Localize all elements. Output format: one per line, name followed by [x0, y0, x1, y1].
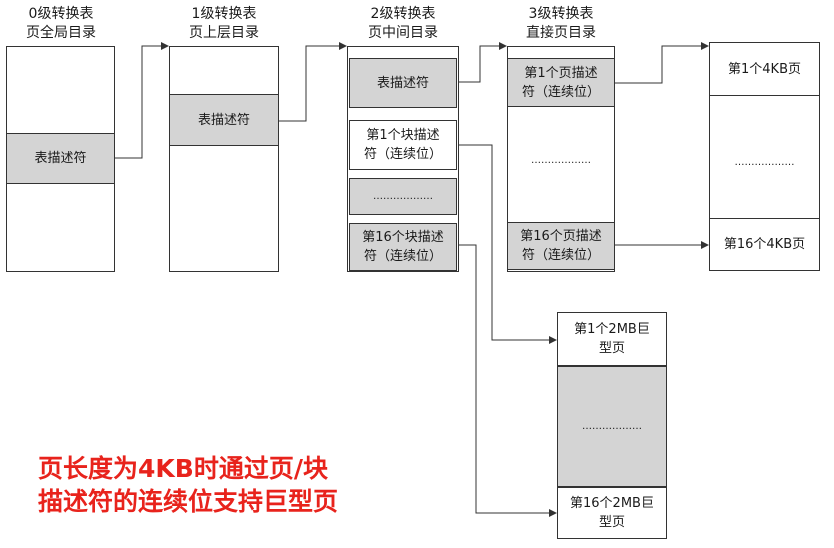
page-2mb-last-line1: 第16个2MB巨: [570, 496, 654, 511]
l2-table-descriptor: 表描述符: [349, 58, 457, 108]
l0-title: 0级转换表 页全局目录: [6, 5, 116, 43]
l0-table-descriptor: 表描述符: [6, 133, 115, 184]
l3-page-descriptor-16: 第16个页描述 符（连续位）: [507, 222, 615, 270]
l3-page16-line1: 第16个页描述: [520, 229, 602, 244]
l1-table-descriptor-label: 表描述符: [197, 112, 250, 128]
pages-2mb-ellipsis: ………………: [582, 421, 642, 432]
page-4kb-last-label: 第16个4KB页: [723, 237, 806, 252]
arrow-l0-to-l1: [114, 42, 169, 159]
page-2mb-last-line2: 型页: [598, 515, 625, 530]
l3-page-descriptor-1: 第1个页描述 符（连续位）: [507, 58, 615, 107]
arrow-l3-to-4kb-first: [614, 42, 709, 84]
l3-page1-line1: 第1个页描述: [524, 65, 598, 81]
l2-title-line2: 页中间目录: [368, 25, 438, 41]
arrow-block16-to-2mb-last: [458, 244, 557, 517]
l3-page1-line2: 符（连续位）: [521, 84, 600, 100]
page-4kb-first-label: 第1个4KB页: [728, 61, 801, 77]
arrow-l2-to-l3: [458, 42, 507, 83]
page-4kb-last: 第16个4KB页: [709, 218, 820, 271]
caption: 页长度为4KB时通过页/块 描述符的连续位支持巨型页: [38, 452, 338, 518]
page-4kb-first: 第1个4KB页: [709, 42, 820, 96]
l2-block-descriptor-1: 第1个块描述 符（连续位）: [349, 120, 457, 170]
page-2mb-first: 第1个2MB巨 型页: [557, 312, 667, 366]
l3-title-line2: 直接页目录: [526, 25, 596, 41]
l0-table-descriptor-label: 表描述符: [34, 151, 87, 166]
l1-title-line2: 页上层目录: [189, 25, 259, 41]
l2-block-descriptor-16: 第16个块描述 符（连续位）: [349, 223, 457, 271]
page-2mb-first-line2: 型页: [598, 341, 625, 356]
l1-table: [169, 46, 279, 272]
l3-ellipsis-row: ………………: [509, 148, 613, 172]
caption-line1: 页长度为4KB时通过页/块: [38, 454, 328, 483]
arrow-block1-to-2mb-first: [458, 144, 557, 344]
l2-table-descriptor-label: 表描述符: [376, 75, 429, 91]
l2-block16-line2: 符（连续位）: [363, 249, 442, 264]
l1-title: 1级转换表 页上层目录: [169, 5, 279, 43]
l3-ellipsis: ………………: [531, 154, 591, 166]
l0-title-line2: 页全局目录: [26, 25, 96, 41]
l2-block1-line2: 符（连续位）: [363, 147, 442, 162]
l2-block1-line1: 第1个块描述: [366, 128, 440, 143]
l2-block16-line1: 第16个块描述: [362, 230, 444, 245]
l2-ellipsis-row: ………………: [349, 178, 457, 215]
l3-page16-line2: 符（连续位）: [521, 248, 600, 263]
caption-line2: 描述符的连续位支持巨型页: [38, 487, 339, 516]
pages-4kb-ellipsis: ………………: [734, 156, 795, 168]
pages-2mb-ellipsis-row: ………………: [557, 366, 667, 487]
l2-title: 2级转换表 页中间目录: [347, 5, 459, 43]
arrow-l1-to-l2: [278, 42, 347, 122]
l3-title-line1: 3级转换表: [528, 6, 594, 22]
page-2mb-first-line1: 第1个2MB巨: [574, 322, 650, 337]
l1-table-descriptor: 表描述符: [169, 94, 279, 146]
l2-ellipsis: ………………: [373, 191, 433, 202]
pages-4kb-ellipsis-row: ………………: [711, 150, 818, 174]
l3-title: 3级转换表 直接页目录: [507, 5, 615, 43]
l1-title-line1: 1级转换表: [191, 6, 257, 22]
page-2mb-last: 第16个2MB巨 型页: [557, 487, 667, 539]
l0-title-line1: 0级转换表: [28, 6, 94, 22]
l2-title-line1: 2级转换表: [370, 6, 436, 22]
